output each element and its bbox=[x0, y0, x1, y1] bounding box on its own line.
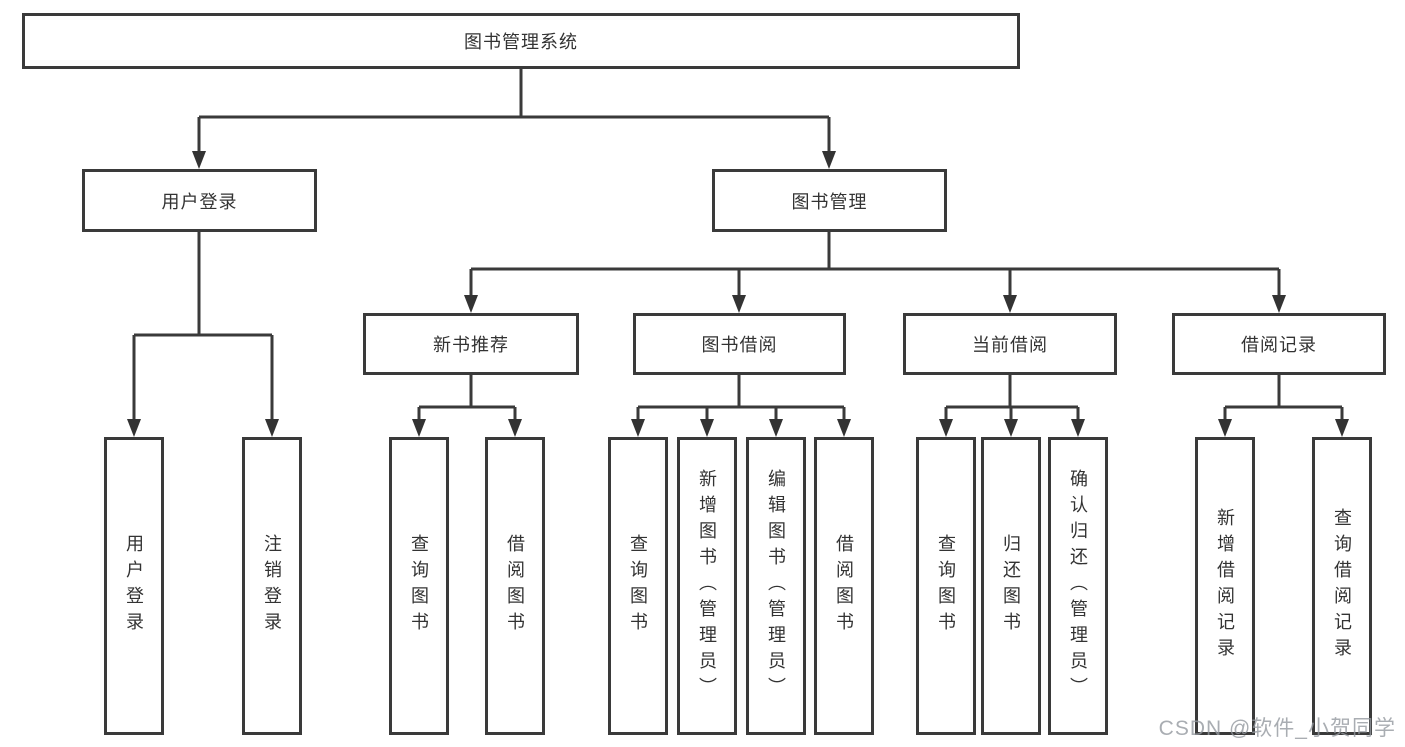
leaf-add-book-admin: 新增图书（管理员） bbox=[677, 437, 737, 735]
leaf-edit-book-admin: 编辑图书（管理员） bbox=[746, 437, 806, 735]
leaf-confirm-return-admin: 确认归还（管理员） bbox=[1048, 437, 1108, 735]
node-new-book-recommendation: 新书推荐 bbox=[363, 313, 579, 375]
leaf-search-borrow-record: 查询借阅记录 bbox=[1312, 437, 1372, 735]
leaf-borrow-books-recommend-label: 借阅图书 bbox=[505, 534, 525, 638]
leaf-borrow-books-borrowing: 借阅图书 bbox=[814, 437, 874, 735]
node-library-system-label: 图书管理系统 bbox=[464, 32, 578, 52]
leaf-borrow-books-borrowing-label: 借阅图书 bbox=[834, 534, 854, 638]
node-user-login-branch-label: 用户登录 bbox=[161, 191, 238, 212]
leaf-add-borrow-record: 新增借阅记录 bbox=[1195, 437, 1255, 735]
leaf-search-borrow-record-label: 查询借阅记录 bbox=[1332, 508, 1352, 664]
leaf-edit-book-admin-label: 编辑图书（管理员） bbox=[766, 469, 786, 703]
leaf-logout-label: 注销登录 bbox=[262, 534, 282, 638]
leaf-logout: 注销登录 bbox=[242, 437, 302, 735]
leaf-return-book: 归还图书 bbox=[981, 437, 1041, 735]
node-new-book-recommendation-label: 新书推荐 bbox=[433, 335, 509, 355]
node-current-borrowing: 当前借阅 bbox=[903, 313, 1117, 375]
leaf-search-books-borrowing-label: 查询图书 bbox=[628, 534, 648, 638]
leaf-add-book-admin-label: 新增图书（管理员） bbox=[697, 469, 717, 703]
node-current-borrowing-label: 当前借阅 bbox=[972, 335, 1048, 355]
leaf-search-books-current: 查询图书 bbox=[916, 437, 976, 735]
leaf-search-books-recommend-label: 查询图书 bbox=[409, 534, 429, 638]
leaf-confirm-return-admin-label: 确认归还（管理员） bbox=[1068, 469, 1088, 703]
node-borrowing-records-label: 借阅记录 bbox=[1241, 335, 1317, 355]
leaf-user-login: 用户登录 bbox=[104, 437, 164, 735]
leaf-search-books-recommend: 查询图书 bbox=[389, 437, 449, 735]
leaf-return-book-label: 归还图书 bbox=[1001, 534, 1021, 638]
leaf-user-login-label: 用户登录 bbox=[124, 534, 144, 638]
node-borrowing-records: 借阅记录 bbox=[1172, 313, 1386, 375]
node-library-system: 图书管理系统 bbox=[22, 13, 1020, 69]
leaf-add-borrow-record-label: 新增借阅记录 bbox=[1215, 508, 1235, 664]
node-book-borrowing-label: 图书借阅 bbox=[701, 335, 778, 355]
node-user-login-branch: 用户登录 bbox=[82, 169, 317, 232]
leaf-borrow-books-recommend: 借阅图书 bbox=[485, 437, 545, 735]
csdn-watermark: CSDN @软件_小贺同学 bbox=[1158, 717, 1396, 740]
node-book-management: 图书管理 bbox=[712, 169, 947, 232]
node-book-borrowing: 图书借阅 bbox=[633, 313, 846, 375]
node-book-management-label: 图书管理 bbox=[791, 191, 868, 212]
leaf-search-books-current-label: 查询图书 bbox=[936, 534, 956, 638]
leaf-search-books-borrowing: 查询图书 bbox=[608, 437, 668, 735]
